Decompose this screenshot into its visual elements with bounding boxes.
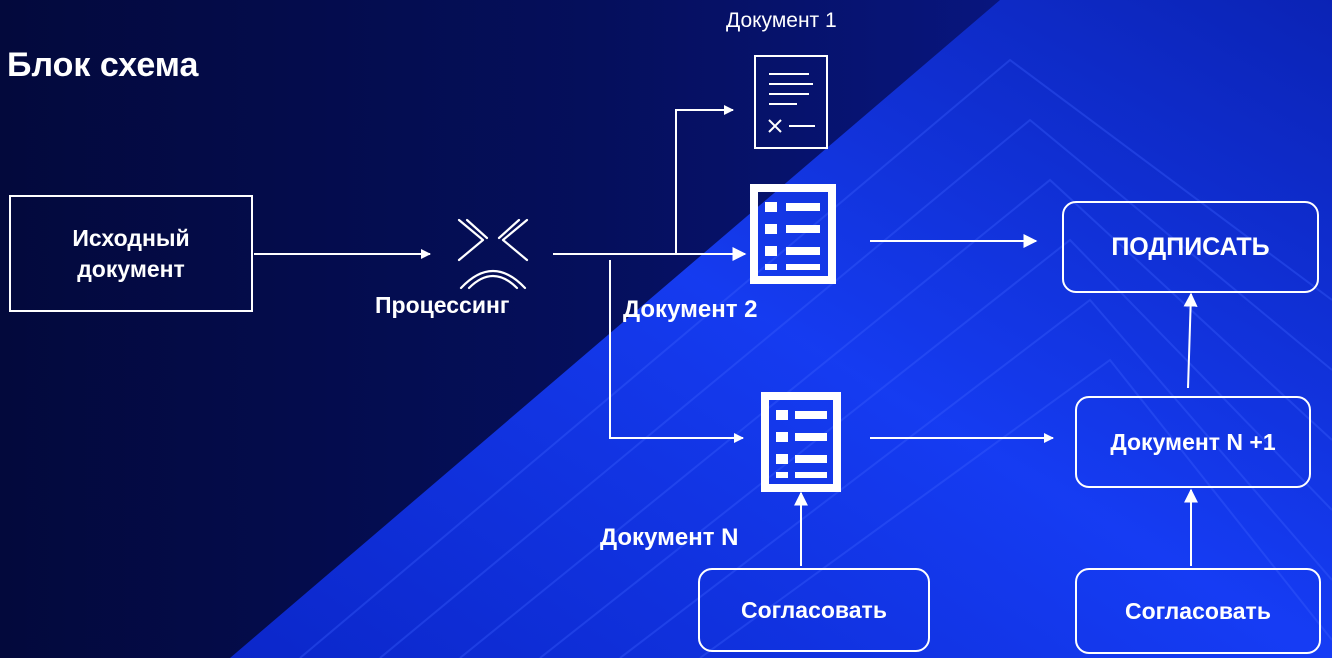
document-1-label: Документ 1 [726, 9, 837, 32]
list-document-icon[interactable] [750, 184, 836, 284]
processing-icon [457, 218, 529, 290]
approve-button-right[interactable]: Согласовать [1075, 568, 1321, 654]
list-document-icon[interactable] [761, 392, 841, 492]
processing-label: Процессинг [375, 292, 510, 318]
plain-document-icon[interactable] [753, 54, 831, 150]
document-n-plus-1-node[interactable]: Документ N +1 [1075, 396, 1311, 488]
document-n-label: Документ N [600, 524, 739, 551]
sign-button[interactable]: ПОДПИСАТЬ [1062, 201, 1319, 293]
source-document-node[interactable]: Исходный документ [9, 195, 253, 312]
approve-button-left[interactable]: Согласовать [698, 568, 930, 652]
page-title: Блок схема [7, 46, 199, 84]
document-2-label: Документ 2 [623, 296, 758, 323]
